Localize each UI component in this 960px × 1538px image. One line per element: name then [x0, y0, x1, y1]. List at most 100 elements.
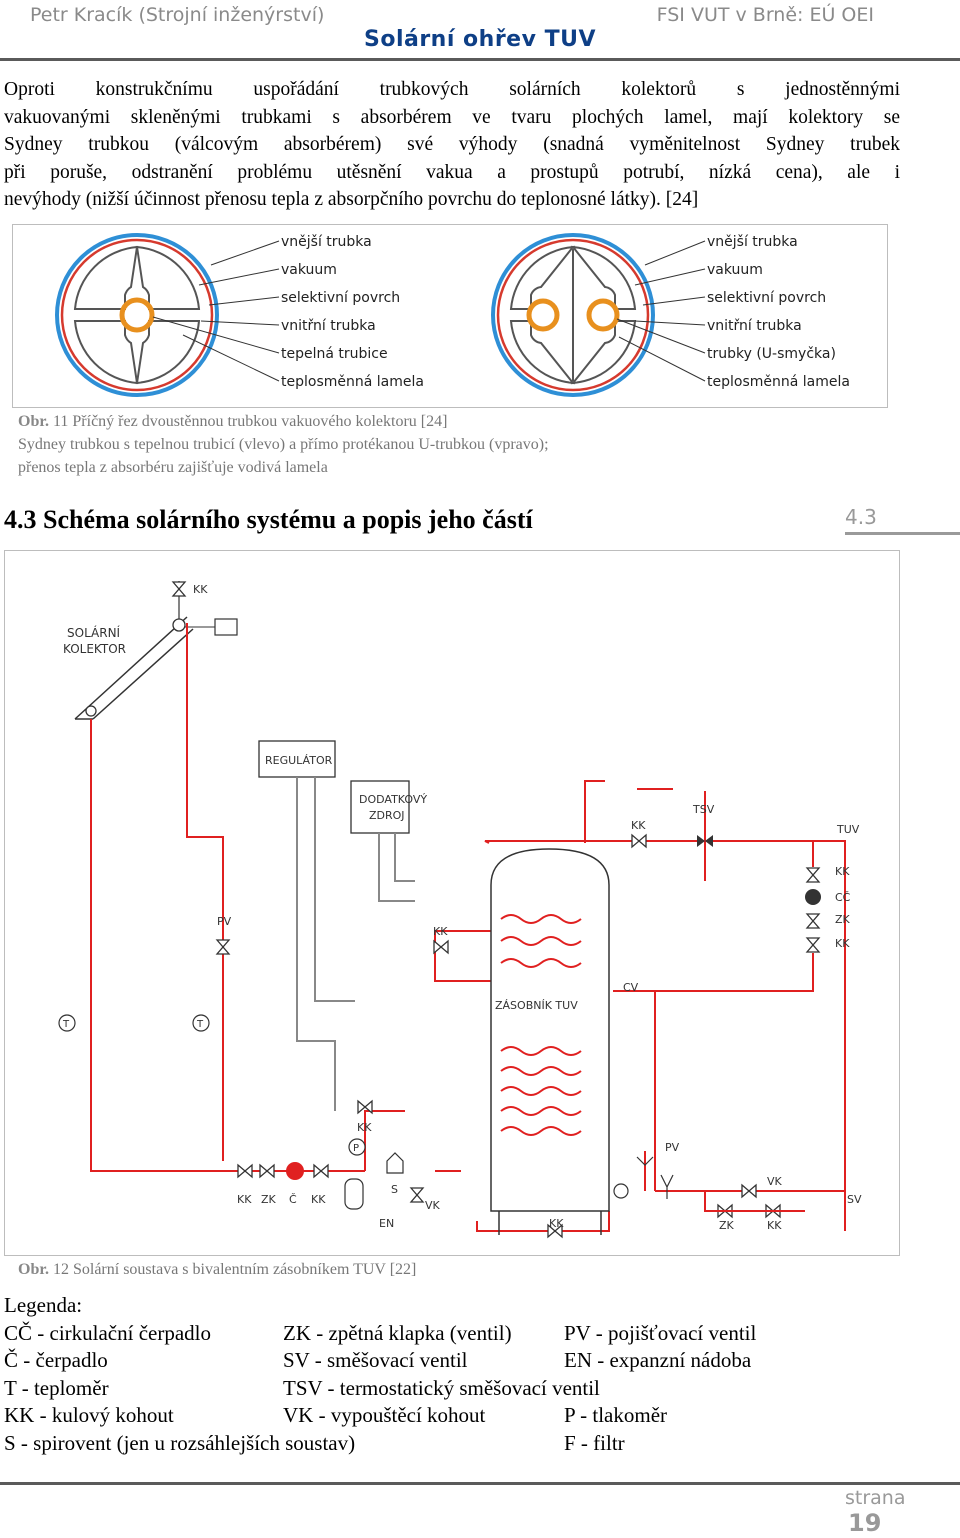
legend-item: F - filtr: [564, 1430, 625, 1455]
control-wiring: [296, 777, 415, 1111]
solar-collector: SOLÁRNÍ KOLEKTOR KK: [63, 581, 238, 720]
tank-label: ZÁSOBNÍK TUV: [495, 999, 578, 1012]
legend-item: ZK - zpětná klapka (ventil): [283, 1320, 512, 1345]
aux-source-label: DODATKOVÝ: [359, 793, 427, 806]
section-side-rule: [845, 532, 960, 535]
pressure-gauge-label: P: [353, 1143, 359, 1154]
zk-label: ZK: [261, 1193, 277, 1206]
kk-label: KK: [835, 865, 850, 878]
legend-row: Č - čerpadlo SV - směšovací ventil EN - …: [4, 1347, 904, 1375]
right-tube-section: [491, 233, 655, 397]
legend-item: VK - vypouštěcí kohout: [283, 1403, 486, 1427]
aux-source-label: ZDROJ: [369, 809, 405, 822]
pump-label: Č: [289, 1193, 297, 1206]
heat-pipe-icon: [119, 297, 155, 333]
piping: [90, 623, 846, 1232]
solar-system-schematic: SOLÁRNÍ KOLEKTOR KK REGULÁTOR DODATKOVÝ …: [4, 550, 900, 1256]
paragraph-line: Sydney trubkou (válcovým absorbérem) své…: [4, 134, 900, 155]
tuv-label: TUV: [836, 823, 860, 836]
legend-row: KK - kulový kohout VK - vypouštěcí kohou…: [4, 1402, 904, 1430]
legend-item: SV - směšovací ventil: [283, 1348, 468, 1372]
en-label: EN: [379, 1217, 394, 1230]
footer-page-number: 19: [848, 1509, 882, 1537]
label-inner-tube-left: vnitřní trubka: [281, 318, 376, 334]
kk-label: KK: [549, 1217, 564, 1230]
u-loop-pipe-icon: [526, 298, 560, 332]
regulator-box: [258, 740, 336, 778]
legend-item: PV - pojišťovací ventil: [564, 1320, 757, 1345]
cv-label: CV: [623, 981, 639, 994]
caption-text: 12 Solární soustava s bivalentním zásobn…: [52, 1261, 417, 1278]
intro-paragraph: Oproti konstrukčnímu uspořádání trubkový…: [4, 76, 900, 214]
footer-page-label: strana: [845, 1487, 906, 1509]
spirovent-label: S: [391, 1183, 398, 1196]
legend-item: P - tlakoměr: [564, 1403, 668, 1427]
selective-surface-ring: [60, 238, 214, 392]
legend-item: Č - čerpadlo: [4, 1348, 108, 1372]
pv-label: PV: [217, 915, 232, 928]
thermometer-label: T: [62, 1019, 70, 1030]
section-heading: 4.3 Schéma solárního systému a popis jeh…: [4, 505, 533, 534]
zk-label: ZK: [835, 913, 851, 926]
legend-row: S - spirovent (jen u rozsáhlejších soust…: [4, 1430, 904, 1458]
caption-line: 11 Příčný řez dvoustěnnou trubkou vakuov…: [52, 413, 448, 430]
collector-label: KOLEKTOR: [63, 642, 126, 656]
figure1-caption: Obr. 11 Příčný řez dvoustěnnou trubkou v…: [18, 410, 549, 479]
legend-item: S - spirovent (jen u rozsáhlejších soust…: [4, 1430, 356, 1455]
legend-title: Legenda:: [4, 1293, 83, 1317]
collector-label: SOLÁRNÍ: [67, 625, 121, 640]
expansion-vessel: [344, 1178, 364, 1210]
label-selective-surface-left: selektivní povrch: [281, 290, 400, 306]
outer-tube-ring: [55, 233, 219, 397]
tube-cross-section-figure: vnější trubka vakuum selektivní povrch v…: [12, 224, 888, 408]
header-author: Petr Kracík (Strojní inženýrství): [30, 4, 325, 26]
kk-label: KK: [433, 925, 448, 938]
header-rule: [0, 58, 960, 61]
solar-system-diagram: SOLÁRNÍ KOLEKTOR KK REGULÁTOR DODATKOVÝ …: [58, 581, 862, 1238]
legend-item: CČ - cirkulační čerpadlo: [4, 1320, 212, 1345]
u-loop-pipe-icon: [586, 298, 620, 332]
legend-row: CČ - cirkulační čerpadlo ZK - zpětná kla…: [4, 1320, 904, 1348]
figure2-caption: Obr. 12 Solární soustava s bivalentním z…: [18, 1258, 416, 1281]
kk-label: KK: [631, 819, 646, 832]
legend-item: T - teploměr: [4, 1375, 109, 1400]
label-outer-tube-left: vnější trubka: [281, 234, 372, 250]
thermometer-label: T: [196, 1019, 204, 1030]
aux-source-box: [350, 780, 410, 834]
kk-label: KK: [835, 937, 850, 950]
paragraph-line: Oproti konstrukčnímu uspořádání trubkový…: [4, 79, 900, 100]
label-outer-tube-right: vnější trubka: [707, 234, 798, 250]
paragraph-line: při poruše, odstranění problému utěsnění…: [4, 161, 900, 183]
legend-item: EN - expanzní nádoba: [564, 1348, 752, 1372]
legend-item: KK - kulový kohout: [4, 1403, 174, 1427]
dhw-tank: ZÁSOBNÍK TUV: [490, 848, 610, 1235]
zk-label: ZK: [719, 1219, 735, 1232]
legend-row: T - teploměr TSV - termostatický směšova…: [4, 1375, 904, 1403]
caption-prefix: Obr.: [18, 1261, 49, 1278]
left-tube-section: [55, 233, 219, 397]
legend: Legenda: CČ - cirkulační čerpadlo ZK - z…: [4, 1292, 904, 1457]
kk-label: KK: [357, 1121, 372, 1134]
label-fin-left: teplosměnná lamela: [281, 374, 424, 390]
outer-tube-ring: [491, 233, 655, 397]
kk-label: KK: [193, 583, 208, 596]
label-heat-pipe-left: tepelná trubice: [281, 346, 388, 362]
section-side-number: 4.3: [845, 505, 877, 529]
caption-line: Sydney trubkou s tepelnou trubicí (vlevo…: [18, 436, 549, 453]
legend-item: TSV - termostatický směšovací ventil: [283, 1375, 600, 1400]
caption-prefix: Obr.: [18, 413, 49, 430]
label-selective-surface-right: selektivní povrch: [707, 290, 826, 306]
label-vacuum-right: vakuum: [707, 262, 763, 278]
header-school: FSI VUT v Brně: EÚ OEI: [656, 4, 874, 26]
selective-surface-ring: [496, 238, 650, 392]
label-fin-right: teplosměnná lamela: [707, 374, 850, 390]
tube-cross-section-diagram: vnější trubka vakuum selektivní povrch v…: [55, 233, 850, 397]
tsv-label: TSV: [692, 803, 715, 816]
footer-rule: [0, 1482, 960, 1485]
kk-label: KK: [767, 1219, 782, 1232]
label-u-loop-right: trubky (U-smyčka): [707, 346, 836, 362]
kk-label: KK: [311, 1193, 326, 1206]
sv-label: SV: [847, 1193, 862, 1206]
cc-label: CČ: [835, 891, 851, 904]
pv-label: PV: [665, 1141, 680, 1154]
